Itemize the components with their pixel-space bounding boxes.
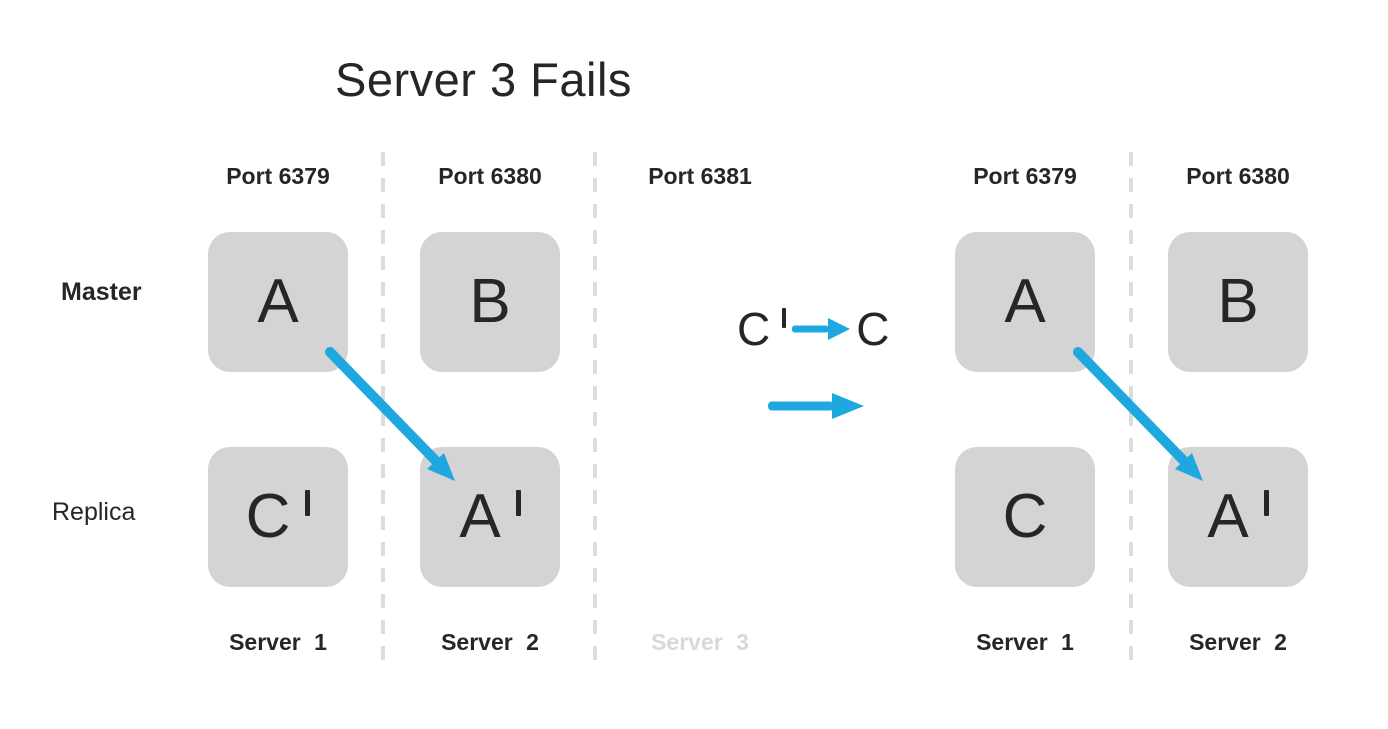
node-box-after-master-b: B — [1168, 232, 1308, 372]
column-divider — [593, 152, 597, 662]
promotion-annotation: C C — [737, 306, 889, 352]
node-letter: C — [737, 303, 771, 355]
node-label: A — [257, 271, 298, 333]
node-box-after-replica-a-prime: A — [1168, 447, 1308, 587]
node-label: A — [1207, 486, 1269, 548]
server-label-before-2: Server 2 — [441, 629, 539, 655]
prime-mark-icon — [782, 308, 787, 328]
port-label-before-6381: Port 6381 — [648, 163, 752, 189]
node-label: B — [1217, 271, 1258, 333]
prime-mark-icon — [515, 490, 521, 516]
server-label-before-3-failed: Server 3 — [651, 629, 749, 655]
node-box-before-master-a: A — [208, 232, 348, 372]
diagram-title: Server 3 Fails — [335, 53, 632, 106]
port-label-before-6380: Port 6380 — [438, 163, 542, 189]
prime-mark-icon — [305, 490, 311, 516]
server-label-after-1: Server 1 — [976, 629, 1074, 655]
node-label: A — [459, 486, 521, 548]
node-letter: B — [1217, 267, 1259, 336]
column-divider — [381, 152, 385, 662]
node-letter: A — [459, 482, 501, 551]
prime-mark-icon — [1263, 490, 1269, 516]
port-label-before-6379: Port 6379 — [226, 163, 330, 189]
node-letter: A — [1004, 267, 1046, 336]
node-letter: C — [1002, 482, 1048, 551]
node-label: A — [1004, 271, 1045, 333]
node-letter: B — [469, 267, 511, 336]
column-divider — [1129, 152, 1133, 662]
server-label-before-1: Server 1 — [229, 629, 327, 655]
node-box-before-master-b: B — [420, 232, 560, 372]
node-letter: A — [257, 267, 299, 336]
node-box-before-replica-c-prime: C — [208, 447, 348, 587]
node-box-after-master-a: A — [955, 232, 1095, 372]
row-label-replica: Replica — [52, 498, 136, 526]
server-label-after-2: Server 2 — [1189, 629, 1287, 655]
row-label-master: Master — [61, 278, 142, 306]
node-letter: C — [245, 482, 291, 551]
node-letter: A — [1207, 482, 1249, 551]
node-box-before-replica-a-prime: A — [420, 447, 560, 587]
promotion-to-label: C — [856, 303, 890, 355]
node-label: B — [469, 271, 510, 333]
node-label: C — [246, 486, 311, 548]
arrow-right-icon — [792, 318, 851, 340]
port-label-after-6380: Port 6380 — [1186, 163, 1290, 189]
arrow-right-icon — [768, 393, 864, 419]
port-label-after-6379: Port 6379 — [973, 163, 1077, 189]
node-box-after-replica-c: C — [955, 447, 1095, 587]
node-label: C — [1003, 486, 1048, 548]
promotion-from-label: C — [737, 303, 787, 355]
